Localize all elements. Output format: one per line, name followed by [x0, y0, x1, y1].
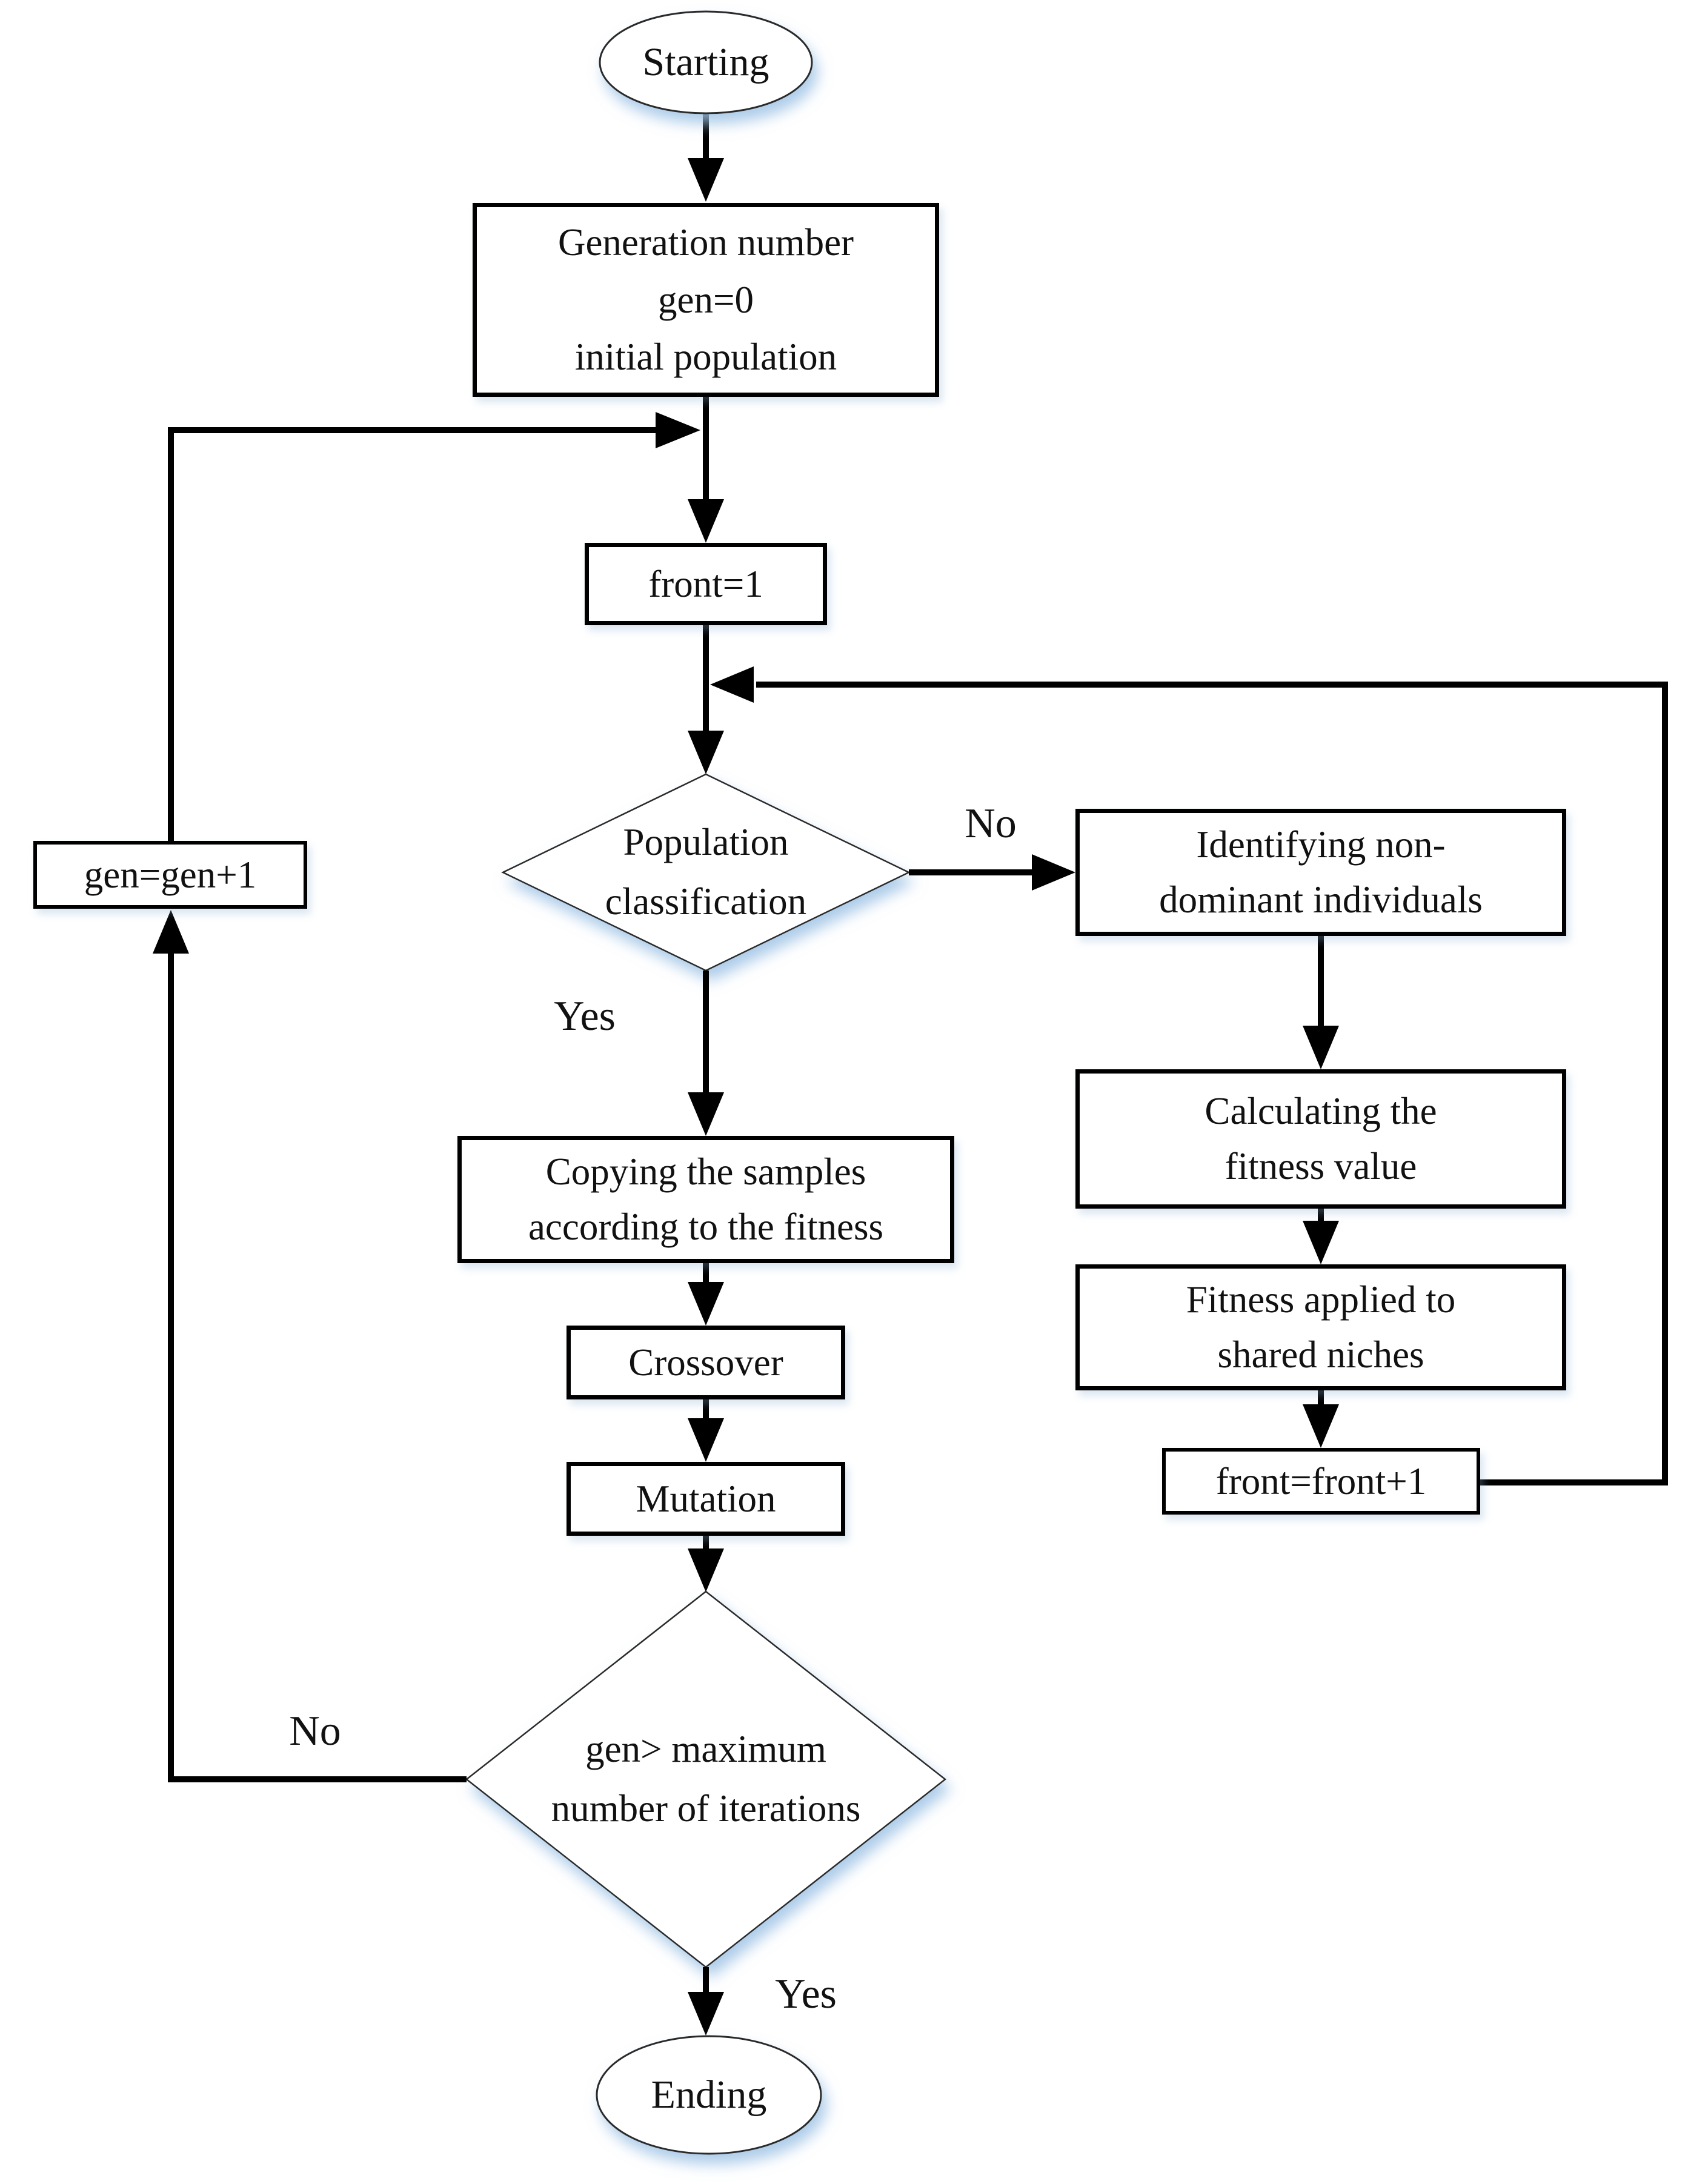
edge-gencheck-no [168, 951, 467, 1782]
arrowhead-down-front [688, 499, 724, 543]
node-identify: Identifying non- dominant individuals [1075, 809, 1566, 936]
arrowhead-down-classify [688, 731, 724, 774]
node-classify: Population classification [503, 774, 909, 971]
node-fitness-niche: Fitness applied to shared niches [1075, 1264, 1566, 1390]
node-classify-line-2: classification [605, 880, 807, 923]
arrowhead-down-frontinc [1303, 1404, 1339, 1448]
node-copy-line-1: Copying the samples [545, 1150, 866, 1193]
node-classify-line-1: Population [623, 821, 789, 864]
arrowhead-down-calc [1303, 1026, 1339, 1069]
node-init-line-1: Generation number [557, 221, 854, 264]
node-init-line-3: initial population [574, 336, 837, 379]
node-copy: Copying the samples according to the fit… [457, 1136, 954, 1263]
edge-label-gen-check-yes: Yes [775, 1971, 837, 2017]
arrowhead-right-identify [1032, 854, 1075, 891]
arrowhead-down-niche [1303, 1221, 1339, 1264]
arrowhead-down-init [688, 158, 724, 202]
node-fitness-calc: Calculating the fitness value [1075, 1069, 1566, 1209]
node-gen-inc-label: gen=gen+1 [84, 853, 257, 896]
node-gen-inc: gen=gen+1 [33, 841, 307, 909]
node-init-line-2: gen=0 [658, 278, 754, 321]
node-end-label: Ending [651, 2072, 767, 2117]
arrowhead-left-junction [710, 666, 754, 703]
node-mutation-label: Mutation [636, 1477, 776, 1520]
edge-label-classify-no: No [965, 800, 1017, 847]
edge-geninc-return-top [168, 427, 658, 843]
node-front-inc-label: front=front+1 [1215, 1459, 1427, 1502]
node-front-init-label: front=1 [648, 562, 763, 605]
node-copy-line-2: according to the fitness [528, 1206, 884, 1248]
node-identify-line-2: dominant individuals [1159, 878, 1483, 921]
arrowhead-down-end [688, 1992, 724, 2036]
node-front-init: front=1 [585, 543, 827, 625]
node-start: Starting [600, 12, 812, 113]
edge-frontinc-return [756, 682, 1668, 1485]
end-ellipse [596, 2035, 822, 2155]
node-init: Generation number gen=0 initial populati… [473, 203, 939, 397]
node-front-inc: front=front+1 [1162, 1448, 1480, 1515]
node-gen-check-line-1: gen> maximum [585, 1728, 826, 1771]
arrowhead-down-mutation [688, 1418, 724, 1462]
arrowhead-up-geninc [153, 910, 189, 954]
edge-label-gen-check-no: No [289, 1707, 341, 1754]
node-mutation: Mutation [567, 1462, 845, 1536]
arrowhead-down-crossover [688, 1282, 724, 1326]
arrowhead-down-copy [688, 1092, 724, 1136]
node-identify-line-1: Identifying non- [1196, 823, 1446, 866]
node-gen-check: gen> maximum number of iterations [467, 1592, 945, 1967]
node-start-label: Starting [642, 39, 769, 84]
edge-label-classify-yes: Yes [554, 993, 616, 1040]
node-gen-check-line-2: number of iterations [551, 1787, 861, 1830]
node-fitness-calc-line-2: fitness value [1224, 1145, 1417, 1187]
node-fitness-calc-line-1: Calculating the [1205, 1089, 1437, 1132]
arrowhead-down-gencheck [688, 1548, 724, 1592]
node-crossover-label: Crossover [628, 1341, 783, 1384]
node-end: Ending [597, 2036, 821, 2154]
node-fitness-niche-line-1: Fitness applied to [1186, 1278, 1456, 1321]
start-ellipse [599, 10, 813, 115]
arrowhead-right-junction [656, 412, 700, 448]
node-crossover: Crossover [567, 1326, 845, 1399]
node-fitness-niche-line-2: shared niches [1217, 1333, 1424, 1376]
